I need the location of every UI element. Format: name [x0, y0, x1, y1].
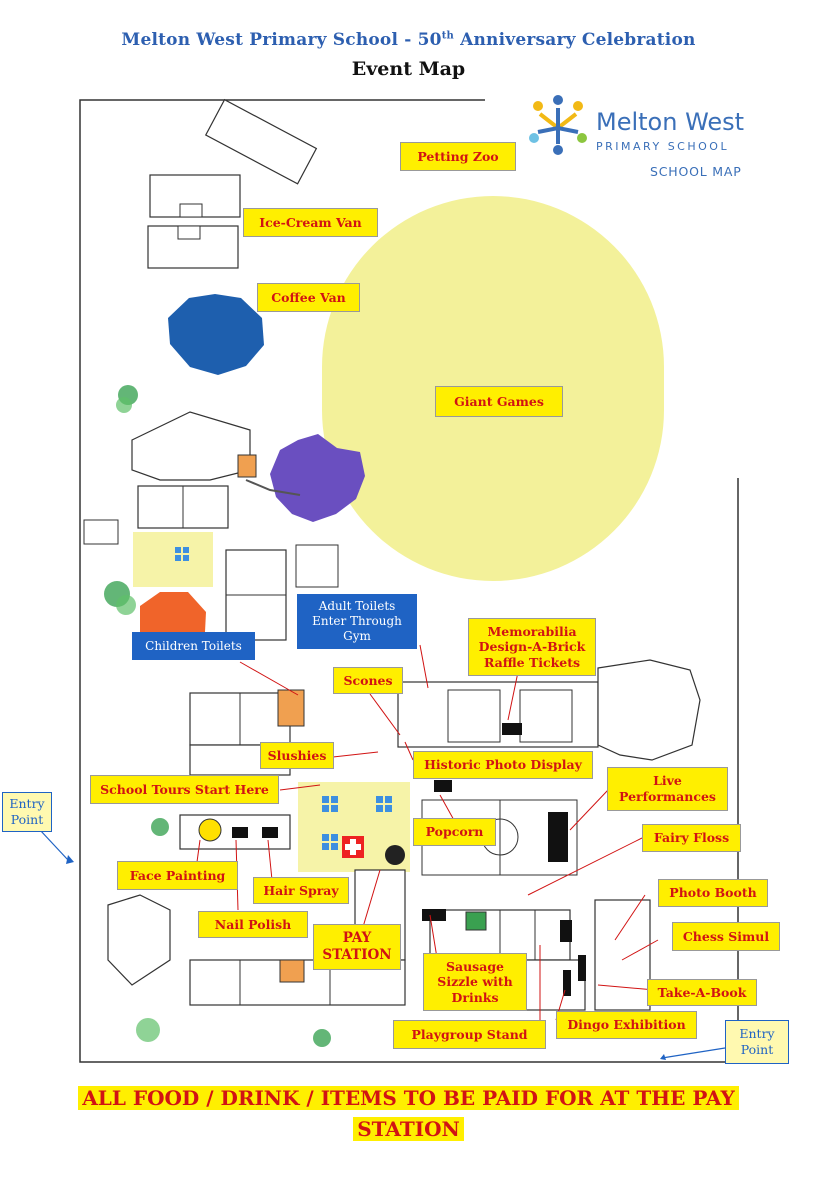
label-memorabilia: Memorabilia Design-A-Brick Raffle Ticket… [468, 618, 596, 676]
page-subtitle: Event Map [351, 58, 466, 80]
label-petting-zoo: Petting Zoo [400, 142, 516, 171]
label-face-painting: Face Painting [117, 861, 238, 890]
building-rm19 [131, 411, 251, 481]
pay-station-marker [385, 845, 405, 865]
tree [136, 1018, 160, 1042]
purple-tent [270, 434, 365, 522]
gym-building [397, 681, 599, 748]
orange-tent [140, 592, 206, 632]
label-children-toilets: Children Toilets [132, 632, 255, 660]
label-historic-photo-display: Historic Photo Display [413, 751, 593, 779]
label-fairy-floss: Fairy Floss [642, 824, 741, 852]
label-playgroup-stand: Playgroup Stand [393, 1020, 546, 1049]
tree [116, 397, 132, 413]
playground-left [133, 532, 213, 587]
footer-note: ALL FOOD / DRINK / ITEMS TO BE PAID FOR … [30, 1083, 787, 1145]
logo-name: Melton West [596, 108, 745, 136]
label-entry-point-east: Entry Point [725, 1020, 789, 1064]
bike-shed [83, 519, 119, 545]
coffee-tent [168, 294, 264, 375]
logo-map-label: SCHOOL MAP [650, 164, 742, 179]
label-nail-polish: Nail Polish [198, 911, 308, 938]
label-scones: Scones [333, 667, 403, 694]
label-live-performances: Live Performances [607, 767, 728, 811]
label-take-a-book: Take-A-Book [647, 979, 757, 1006]
building-mps [594, 899, 651, 1011]
storage-building [204, 98, 318, 185]
music-building [597, 659, 701, 761]
label-giant-games: Giant Games [435, 386, 563, 417]
tree [116, 595, 136, 615]
label-slushies: Slushies [260, 742, 334, 769]
tree [313, 1029, 331, 1047]
label-entry-point-west: Entry Point [2, 792, 52, 832]
label-chess-simul: Chess Simul [672, 922, 780, 951]
label-school-tours: School Tours Start Here [90, 775, 279, 804]
label-photo-booth: Photo Booth [658, 879, 768, 907]
page-title: Melton West Primary School - 50th Annive… [121, 30, 696, 50]
label-adult-toilets: Adult Toilets Enter Through Gym [297, 594, 417, 649]
building-west [107, 894, 171, 986]
label-pay-station: PAY STATION [313, 924, 401, 970]
window-grid [175, 547, 189, 561]
label-popcorn: Popcorn [413, 818, 496, 846]
label-hair-spray: Hair Spray [253, 877, 349, 904]
logo-icon [529, 95, 587, 155]
label-dingo-exhibition: Dingo Exhibition [556, 1011, 697, 1039]
footer-line-1: ALL FOOD / DRINK / ITEMS TO BE PAID FOR … [78, 1086, 739, 1110]
logo-subtitle: PRIMARY SCHOOL [596, 140, 730, 153]
label-sausage-sizzle: Sausage Sizzle with Drinks [423, 953, 527, 1011]
window-grid [322, 796, 392, 850]
tree [151, 818, 169, 836]
label-coffee-van: Coffee Van [257, 283, 360, 312]
footer-line-2: STATION [353, 1117, 464, 1141]
site-boundary [79, 99, 739, 1063]
label-ice-cream-van: Ice-Cream Van [243, 208, 378, 237]
